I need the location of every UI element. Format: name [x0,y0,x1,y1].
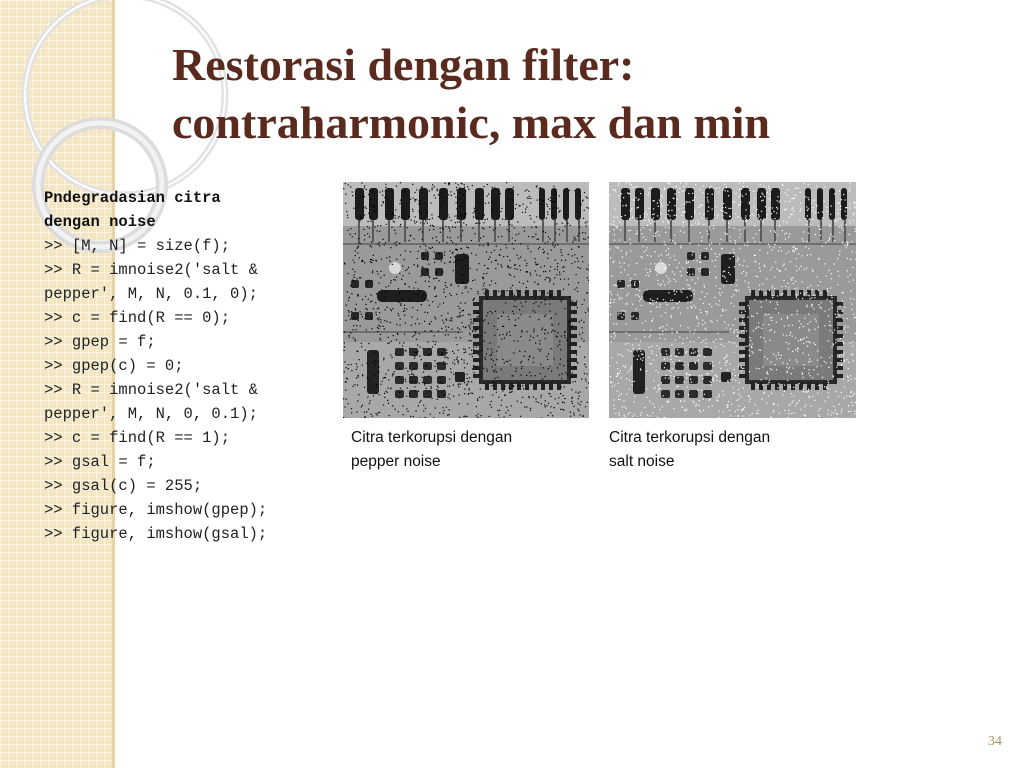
code-line: >> R = imnoise2('salt & [44,261,258,279]
title-line-1: Restorasi dengan filter: [172,39,635,90]
code-line: >> gsal = f; [44,453,156,471]
side-strip-edge [112,0,115,768]
pepper-noise-caption: Citra terkorupsi dengan pepper noise [351,426,571,474]
code-block: Pndegradasian citra dengan noise >> [M, … [44,186,340,546]
caption-line-2: salt noise [609,453,675,470]
decorative-circles [21,0,229,253]
salt-noise-caption: Citra terkorupsi dengan salt noise [609,426,829,474]
code-line: >> [M, N] = size(f); [44,237,231,255]
code-line: >> R = imnoise2('salt & [44,381,258,399]
code-line: >> c = find(R == 0); [44,309,231,327]
code-line: >> gpep(c) = 0; [44,357,184,375]
code-line: pepper', M, N, 0, 0.1); [44,405,258,423]
code-line: >> c = find(R == 1); [44,429,231,447]
salt-noise-image [609,182,856,418]
slide-title: Restorasi dengan filter: contraharmonic,… [172,36,992,152]
code-line: >> figure, imshow(gpep); [44,501,268,519]
code-line: >> figure, imshow(gsal); [44,525,268,543]
code-line: >> gpep = f; [44,333,156,351]
code-heading-line-1: Pndegradasian citra [44,189,221,207]
pepper-noise-image [343,182,589,418]
caption-line-1: Citra terkorupsi dengan [609,429,771,446]
page-number: 34 [988,734,1002,749]
code-line: >> gsal(c) = 255; [44,477,203,495]
title-line-2: contraharmonic, max dan min [172,97,770,148]
code-line: pepper', M, N, 0.1, 0); [44,285,258,303]
caption-line-1: Citra terkorupsi dengan [351,429,513,446]
code-heading-line-2: dengan noise [44,213,156,231]
caption-line-2: pepper noise [351,453,441,470]
